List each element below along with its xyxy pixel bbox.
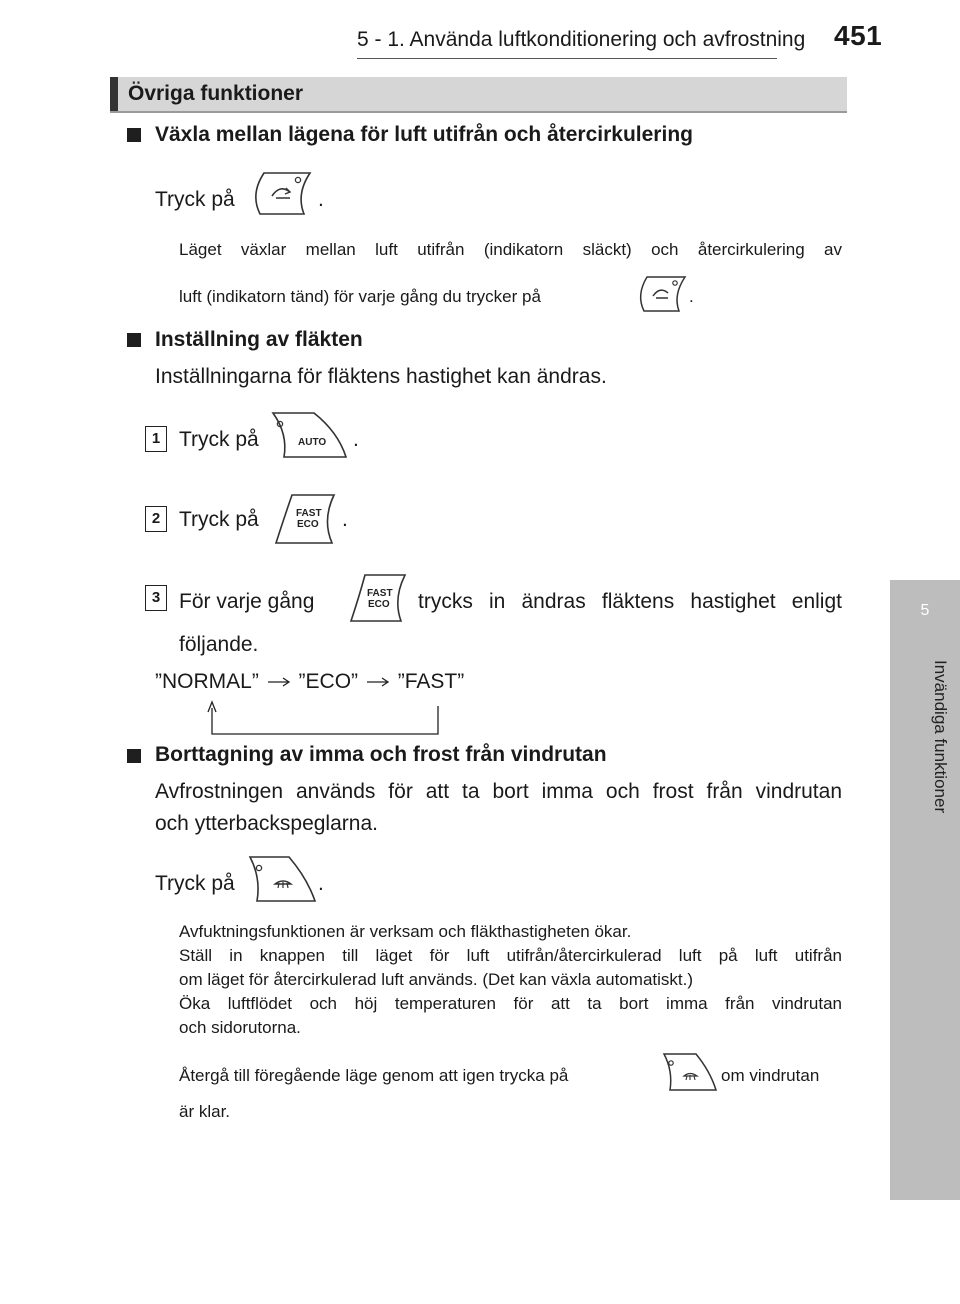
defrost-notes: Avfuktningsfunktionen är verksam och flä…: [179, 920, 842, 1040]
front-defroster-button-icon: [245, 854, 317, 904]
recirc-heading: Växla mellan lägena för luft utifrån och…: [155, 123, 693, 146]
arrow-right-icon: [366, 677, 390, 687]
eco-label: ECO: [368, 599, 390, 610]
section-bar-accent: [110, 77, 118, 111]
defrost-note-line: om läget för återcirkulerad luft används…: [179, 970, 694, 989]
heading-bullet-square: [127, 333, 141, 347]
eco-label: ECO: [297, 519, 319, 530]
defrost-intro-line1: Avfrostningen används för att ta bort im…: [155, 780, 842, 803]
step3-text-line2: följande.: [179, 633, 259, 656]
fast-label: FAST: [367, 588, 393, 599]
page-number: 451: [834, 20, 883, 51]
header-divider: [357, 58, 777, 59]
cycle-fast: ”FAST”: [397, 670, 465, 693]
recirc-note-line2: luft (indikatorn tänd) för varje gång du…: [179, 287, 541, 306]
cycle-normal: ”NORMAL”: [155, 670, 259, 693]
recirculation-button-icon: [633, 275, 689, 313]
heading-bullet-square: [127, 749, 141, 763]
fast-label: FAST: [296, 508, 322, 519]
defrost-note-line: och sidorutorna.: [179, 1018, 301, 1037]
fan-intro: Inställningarna för fläktens hastighet k…: [155, 365, 607, 388]
section-title-bar: Övriga funktioner: [110, 77, 847, 113]
section-title: Övriga funktioner: [128, 82, 304, 105]
auto-button-label: AUTO: [298, 437, 326, 448]
defrost-return-suffix: om vindrutan: [721, 1066, 820, 1085]
defrost-note-line: Ställ in knappen till läget för luft uti…: [179, 946, 842, 965]
defrost-press-suffix: .: [318, 872, 324, 895]
recirc-note-line1: Läget växlar mellan luft utifrån (indika…: [179, 240, 842, 259]
chapter-side-tab: 5 Invändiga funktioner: [890, 580, 960, 1200]
front-defroster-button-icon: [660, 1052, 718, 1092]
step-number-2: 2: [145, 506, 167, 532]
defrost-press-text: Tryck på: [155, 872, 235, 895]
auto-button-icon: AUTO: [268, 410, 348, 460]
defrost-return-line2: är klar.: [179, 1102, 231, 1121]
step3-text-prefix: För varje gång: [179, 590, 315, 613]
arrow-right-icon: [267, 677, 290, 687]
fast-eco-button-icon: FAST ECO: [345, 572, 411, 624]
recirc-note-suffix: .: [689, 287, 694, 306]
cycle-return-arrow-icon: [207, 700, 439, 735]
step-number-1: 1: [145, 426, 167, 452]
defrost-intro-line2: och ytterbackspeglarna.: [155, 812, 378, 835]
defrost-heading: Borttagning av imma och frost från vindr…: [155, 743, 607, 766]
running-header-title: 5 - 1. Använda luftkonditionering och av…: [357, 28, 806, 51]
recirc-press-suffix: .: [318, 188, 324, 211]
defrost-return-text: Återgå till föregående läge genom att ig…: [179, 1066, 569, 1085]
step-number-3: 3: [145, 585, 167, 611]
heading-bullet-square: [127, 128, 141, 142]
step1-press-text: Tryck på: [179, 428, 259, 451]
step3-text-suffix: trycks in ändras fläktens hastighet enli…: [418, 590, 842, 613]
recirc-press-text: Tryck på: [155, 188, 235, 211]
fan-heading: Inställning av fläkten: [155, 328, 363, 351]
defrost-note-line: Öka luftflödet och höj temperaturen för …: [179, 994, 842, 1013]
chapter-number: 5: [920, 602, 930, 619]
cycle-sequence: ”NORMAL” ”ECO” ”FAST”: [155, 670, 464, 694]
step2-suffix: .: [342, 508, 348, 531]
fast-eco-button-icon: FAST ECO: [270, 492, 342, 546]
recirculation-button-icon: [246, 170, 316, 216]
defrost-note-line: Avfuktningsfunktionen är verksam och flä…: [179, 922, 632, 941]
step2-press-text: Tryck på: [179, 508, 259, 531]
chapter-label: Invändiga funktioner: [931, 660, 950, 814]
cycle-eco: ”ECO”: [298, 670, 359, 693]
step1-suffix: .: [353, 428, 359, 451]
